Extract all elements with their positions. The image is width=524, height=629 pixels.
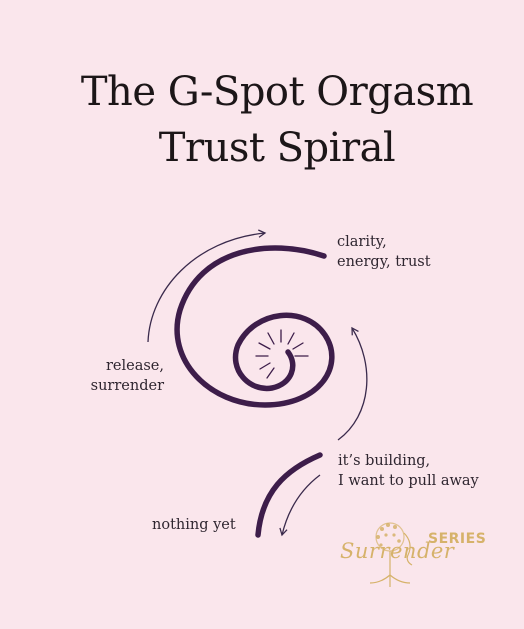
arrow-release-to-clarity bbox=[147, 229, 267, 343]
title-line-2: Trust Spiral bbox=[158, 125, 396, 171]
page-title: The G-Spot Orgasm Trust Spiral bbox=[0, 64, 524, 176]
label-release: release, surrender bbox=[90, 358, 164, 394]
logo-series-text: SERIES bbox=[428, 531, 487, 547]
spiral-path bbox=[174, 245, 335, 408]
label-nothing-yet: nothing yet bbox=[152, 517, 236, 533]
spiral-tail bbox=[255, 452, 323, 538]
arrow-building-up bbox=[337, 326, 368, 441]
label-building: it’s building, I want to pull away bbox=[338, 453, 479, 489]
arrow-to-nothing bbox=[279, 474, 321, 537]
title-line-1: The G-Spot Orgasm bbox=[80, 69, 474, 115]
logo-script-text: Surrender bbox=[340, 539, 455, 563]
label-clarity: clarity, energy, trust bbox=[337, 234, 431, 270]
tree-woman-icon bbox=[369, 522, 413, 587]
surrender-series-logo: Surrender SERIES bbox=[328, 515, 498, 595]
sparkle-burst-icon bbox=[255, 329, 309, 379]
